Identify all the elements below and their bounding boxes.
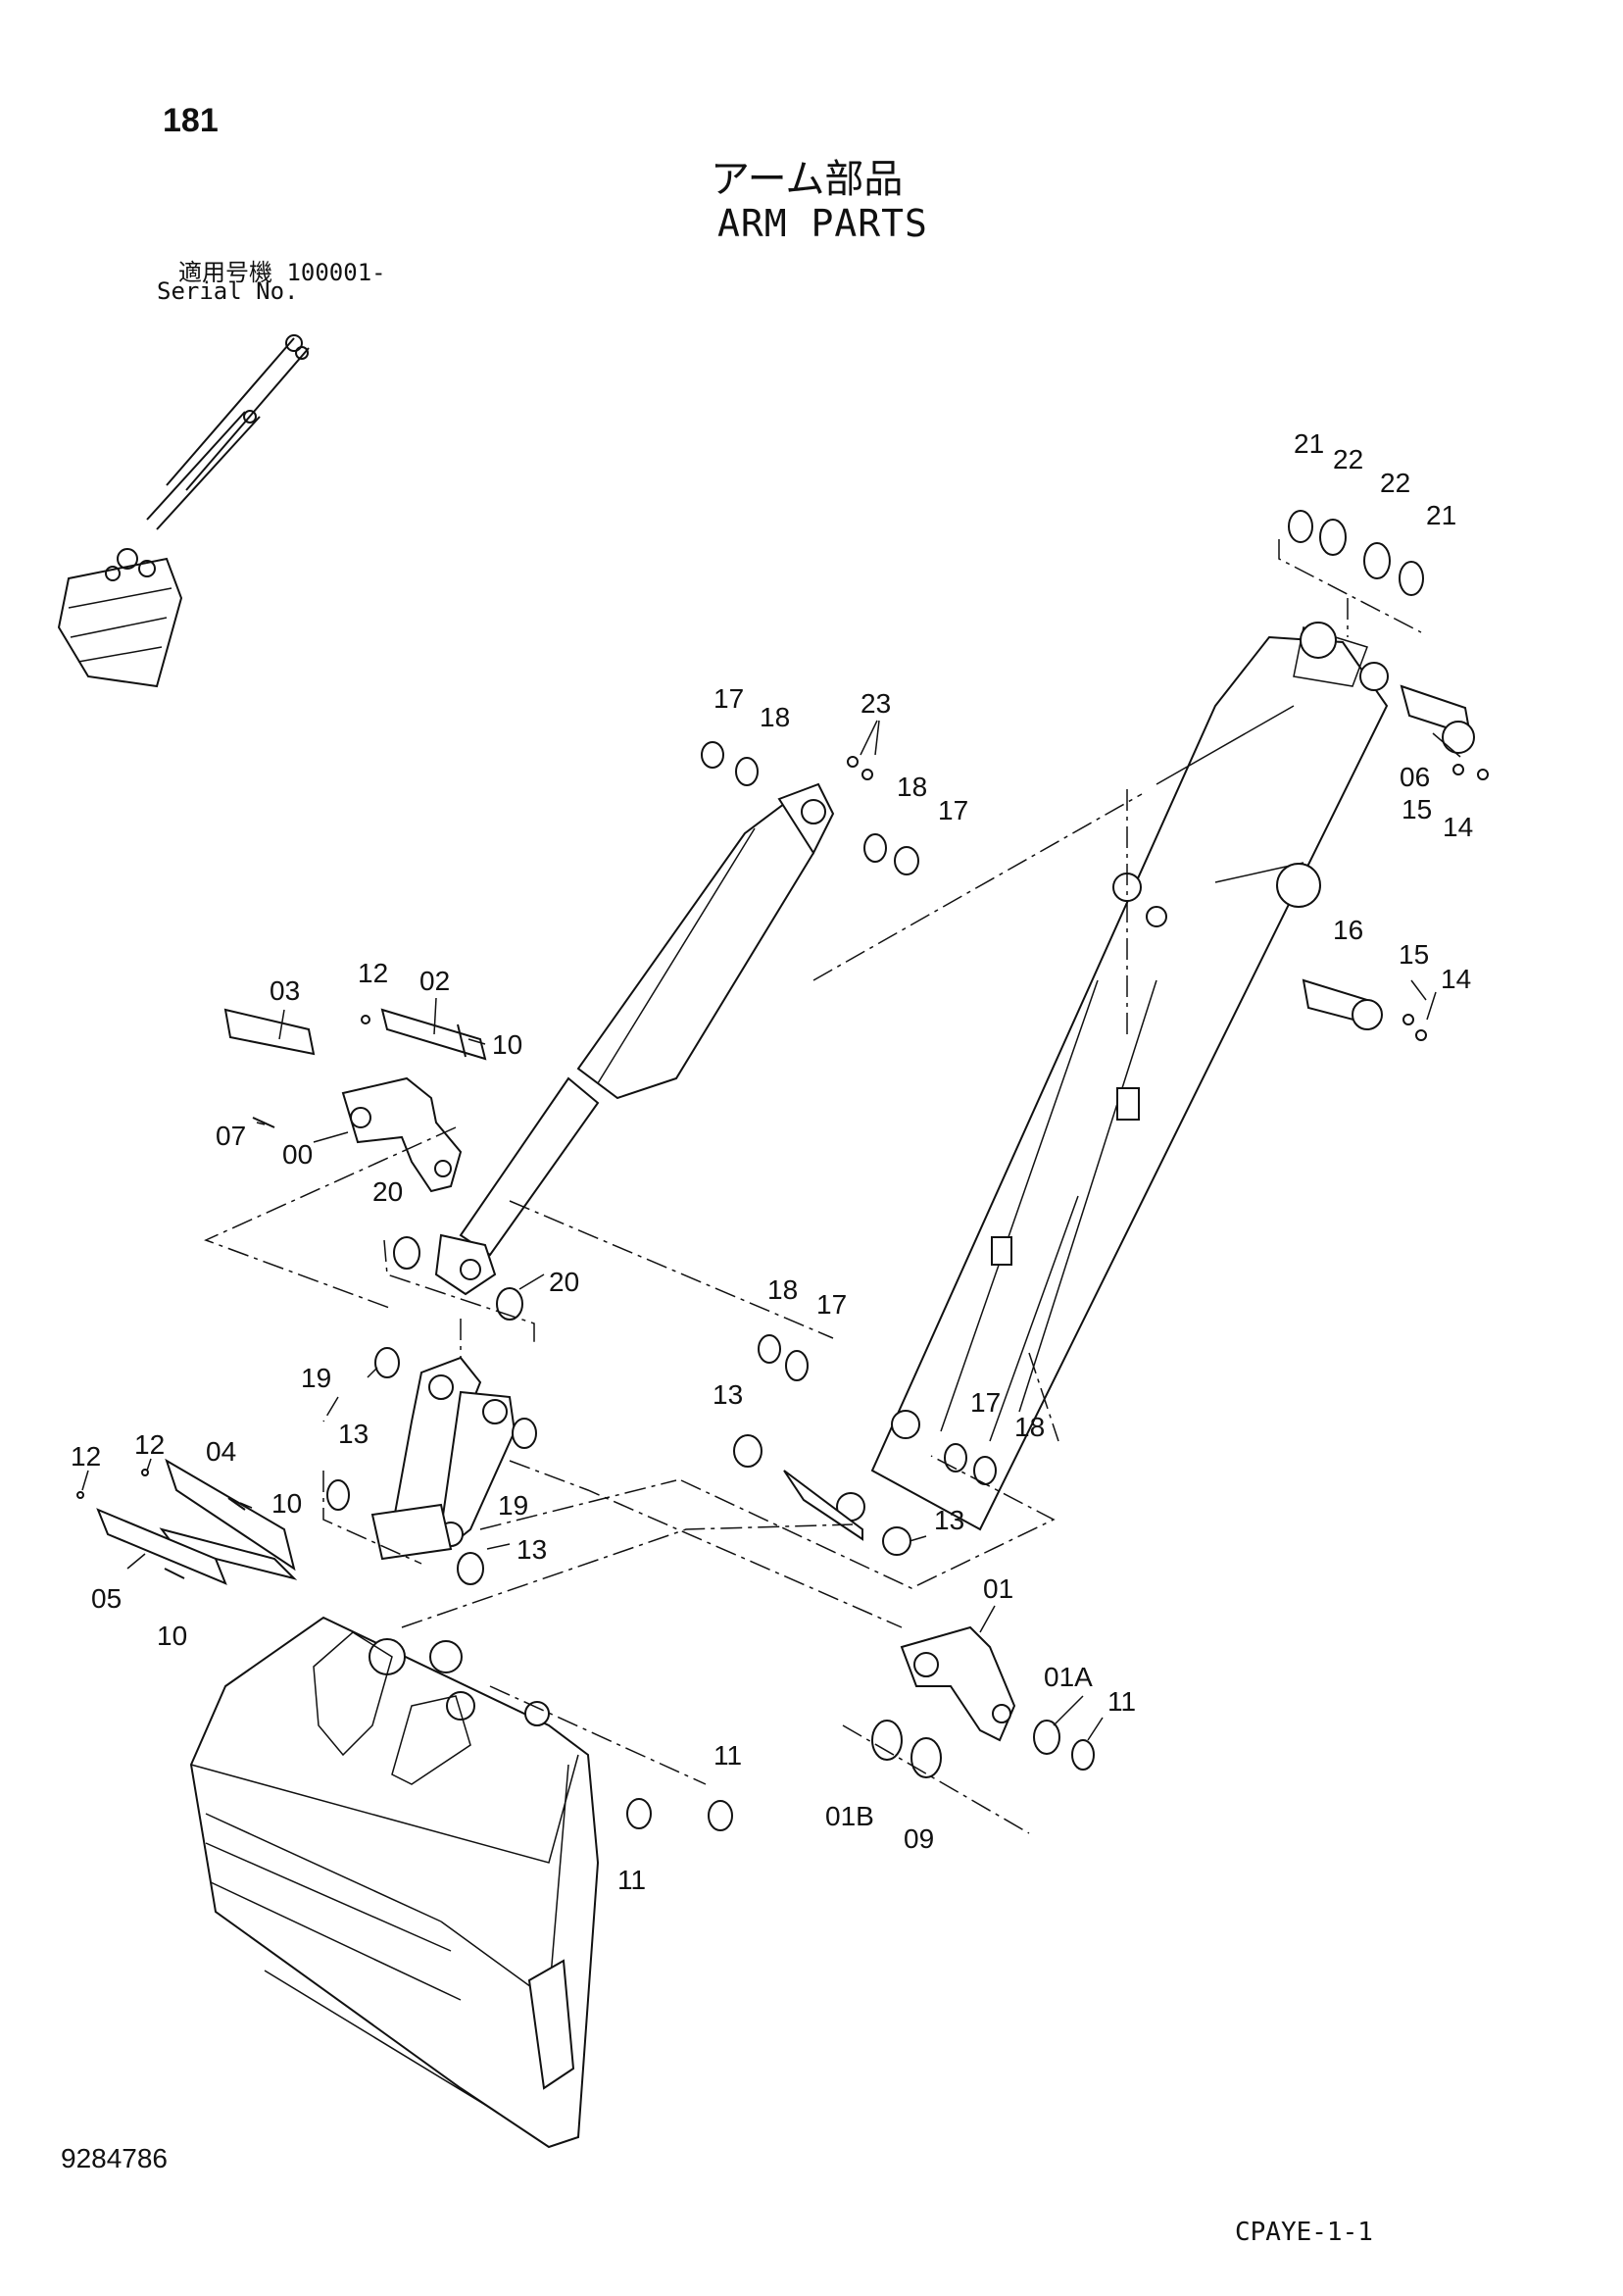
callout-labels: 21 22 22 21 17 18 23 18 17 06 15 14 16 1… — [71, 428, 1473, 1895]
callout-label: 03 — [270, 975, 300, 1006]
callout-label: 16 — [1333, 915, 1363, 945]
callout-label: 22 — [1333, 444, 1363, 474]
callout-label: 13 — [516, 1534, 547, 1565]
callout-label: 05 — [91, 1583, 122, 1614]
page-title-english: ARM PARTS — [717, 202, 928, 245]
callout-label: 20 — [372, 1176, 403, 1207]
callout-label: 10 — [271, 1488, 302, 1519]
serial-number-label: Serial No. — [157, 277, 299, 305]
callout-label: 01A — [1044, 1662, 1093, 1692]
side-link-01 — [900, 1625, 1016, 1742]
callout-label: 12 — [134, 1429, 165, 1460]
callout-label: 17 — [816, 1289, 847, 1320]
side-link-00 — [341, 1076, 463, 1193]
callout-label: 23 — [861, 688, 891, 719]
drawing-number: 9284786 — [61, 2143, 169, 2173]
callout-label: 04 — [206, 1436, 236, 1467]
callout-label: 01B — [825, 1801, 874, 1831]
callout-label: 00 — [282, 1139, 313, 1170]
callout-label: 21 — [1294, 428, 1324, 459]
callout-label: 17 — [938, 795, 968, 825]
callout-label: 17 — [970, 1387, 1001, 1418]
washers — [326, 510, 1424, 1831]
callout-label: 19 — [301, 1363, 331, 1393]
page-title-japanese: アーム部品 — [711, 157, 904, 202]
callout-label: 11 — [617, 1865, 646, 1895]
callout-label: 13 — [338, 1419, 369, 1449]
arm-body — [783, 622, 1389, 1541]
callout-label: 12 — [358, 958, 388, 988]
callout-label: 11 — [1107, 1686, 1136, 1717]
callout-label: 21 — [1426, 500, 1456, 530]
callout-label: 15 — [1402, 794, 1432, 824]
callout-label: 12 — [71, 1441, 101, 1472]
attachment-thumbnail — [57, 334, 310, 688]
callout-label: 07 — [216, 1121, 246, 1151]
callout-label: 18 — [897, 772, 927, 802]
callout-label: 22 — [1380, 468, 1410, 498]
callout-label: 13 — [713, 1379, 743, 1410]
callout-label: 18 — [760, 702, 790, 732]
callout-label: 10 — [157, 1621, 187, 1651]
callout-label: 06 — [1400, 762, 1430, 792]
callout-leaders — [81, 720, 1461, 1741]
bucket-link — [370, 1356, 516, 1561]
serial-applicability-japanese: 適用号機 100001- — [178, 259, 386, 286]
bucket — [189, 1616, 600, 2149]
callout-label: 17 — [713, 683, 744, 714]
page-number: 181 — [163, 102, 219, 139]
callout-label: 14 — [1443, 812, 1473, 842]
callout-label: 20 — [549, 1267, 579, 1297]
sheet-code: CPAYE-1-1 — [1235, 2218, 1373, 2247]
callout-label: 14 — [1441, 964, 1471, 994]
bucket-cylinder — [434, 782, 835, 1296]
pins-and-bolts — [76, 684, 1489, 1585]
callout-label: 09 — [904, 1823, 934, 1854]
callout-label: 01 — [983, 1573, 1013, 1604]
callout-label: 02 — [419, 966, 450, 996]
callout-label: 18 — [1014, 1412, 1045, 1442]
callout-label: 15 — [1399, 939, 1429, 970]
callout-label: 10 — [492, 1029, 522, 1060]
callout-label: 11 — [713, 1740, 742, 1771]
callout-label: 13 — [934, 1505, 964, 1535]
callout-label: 18 — [767, 1274, 798, 1305]
assembly-leader-lines — [204, 539, 1422, 1834]
callout-label: 19 — [498, 1490, 528, 1521]
